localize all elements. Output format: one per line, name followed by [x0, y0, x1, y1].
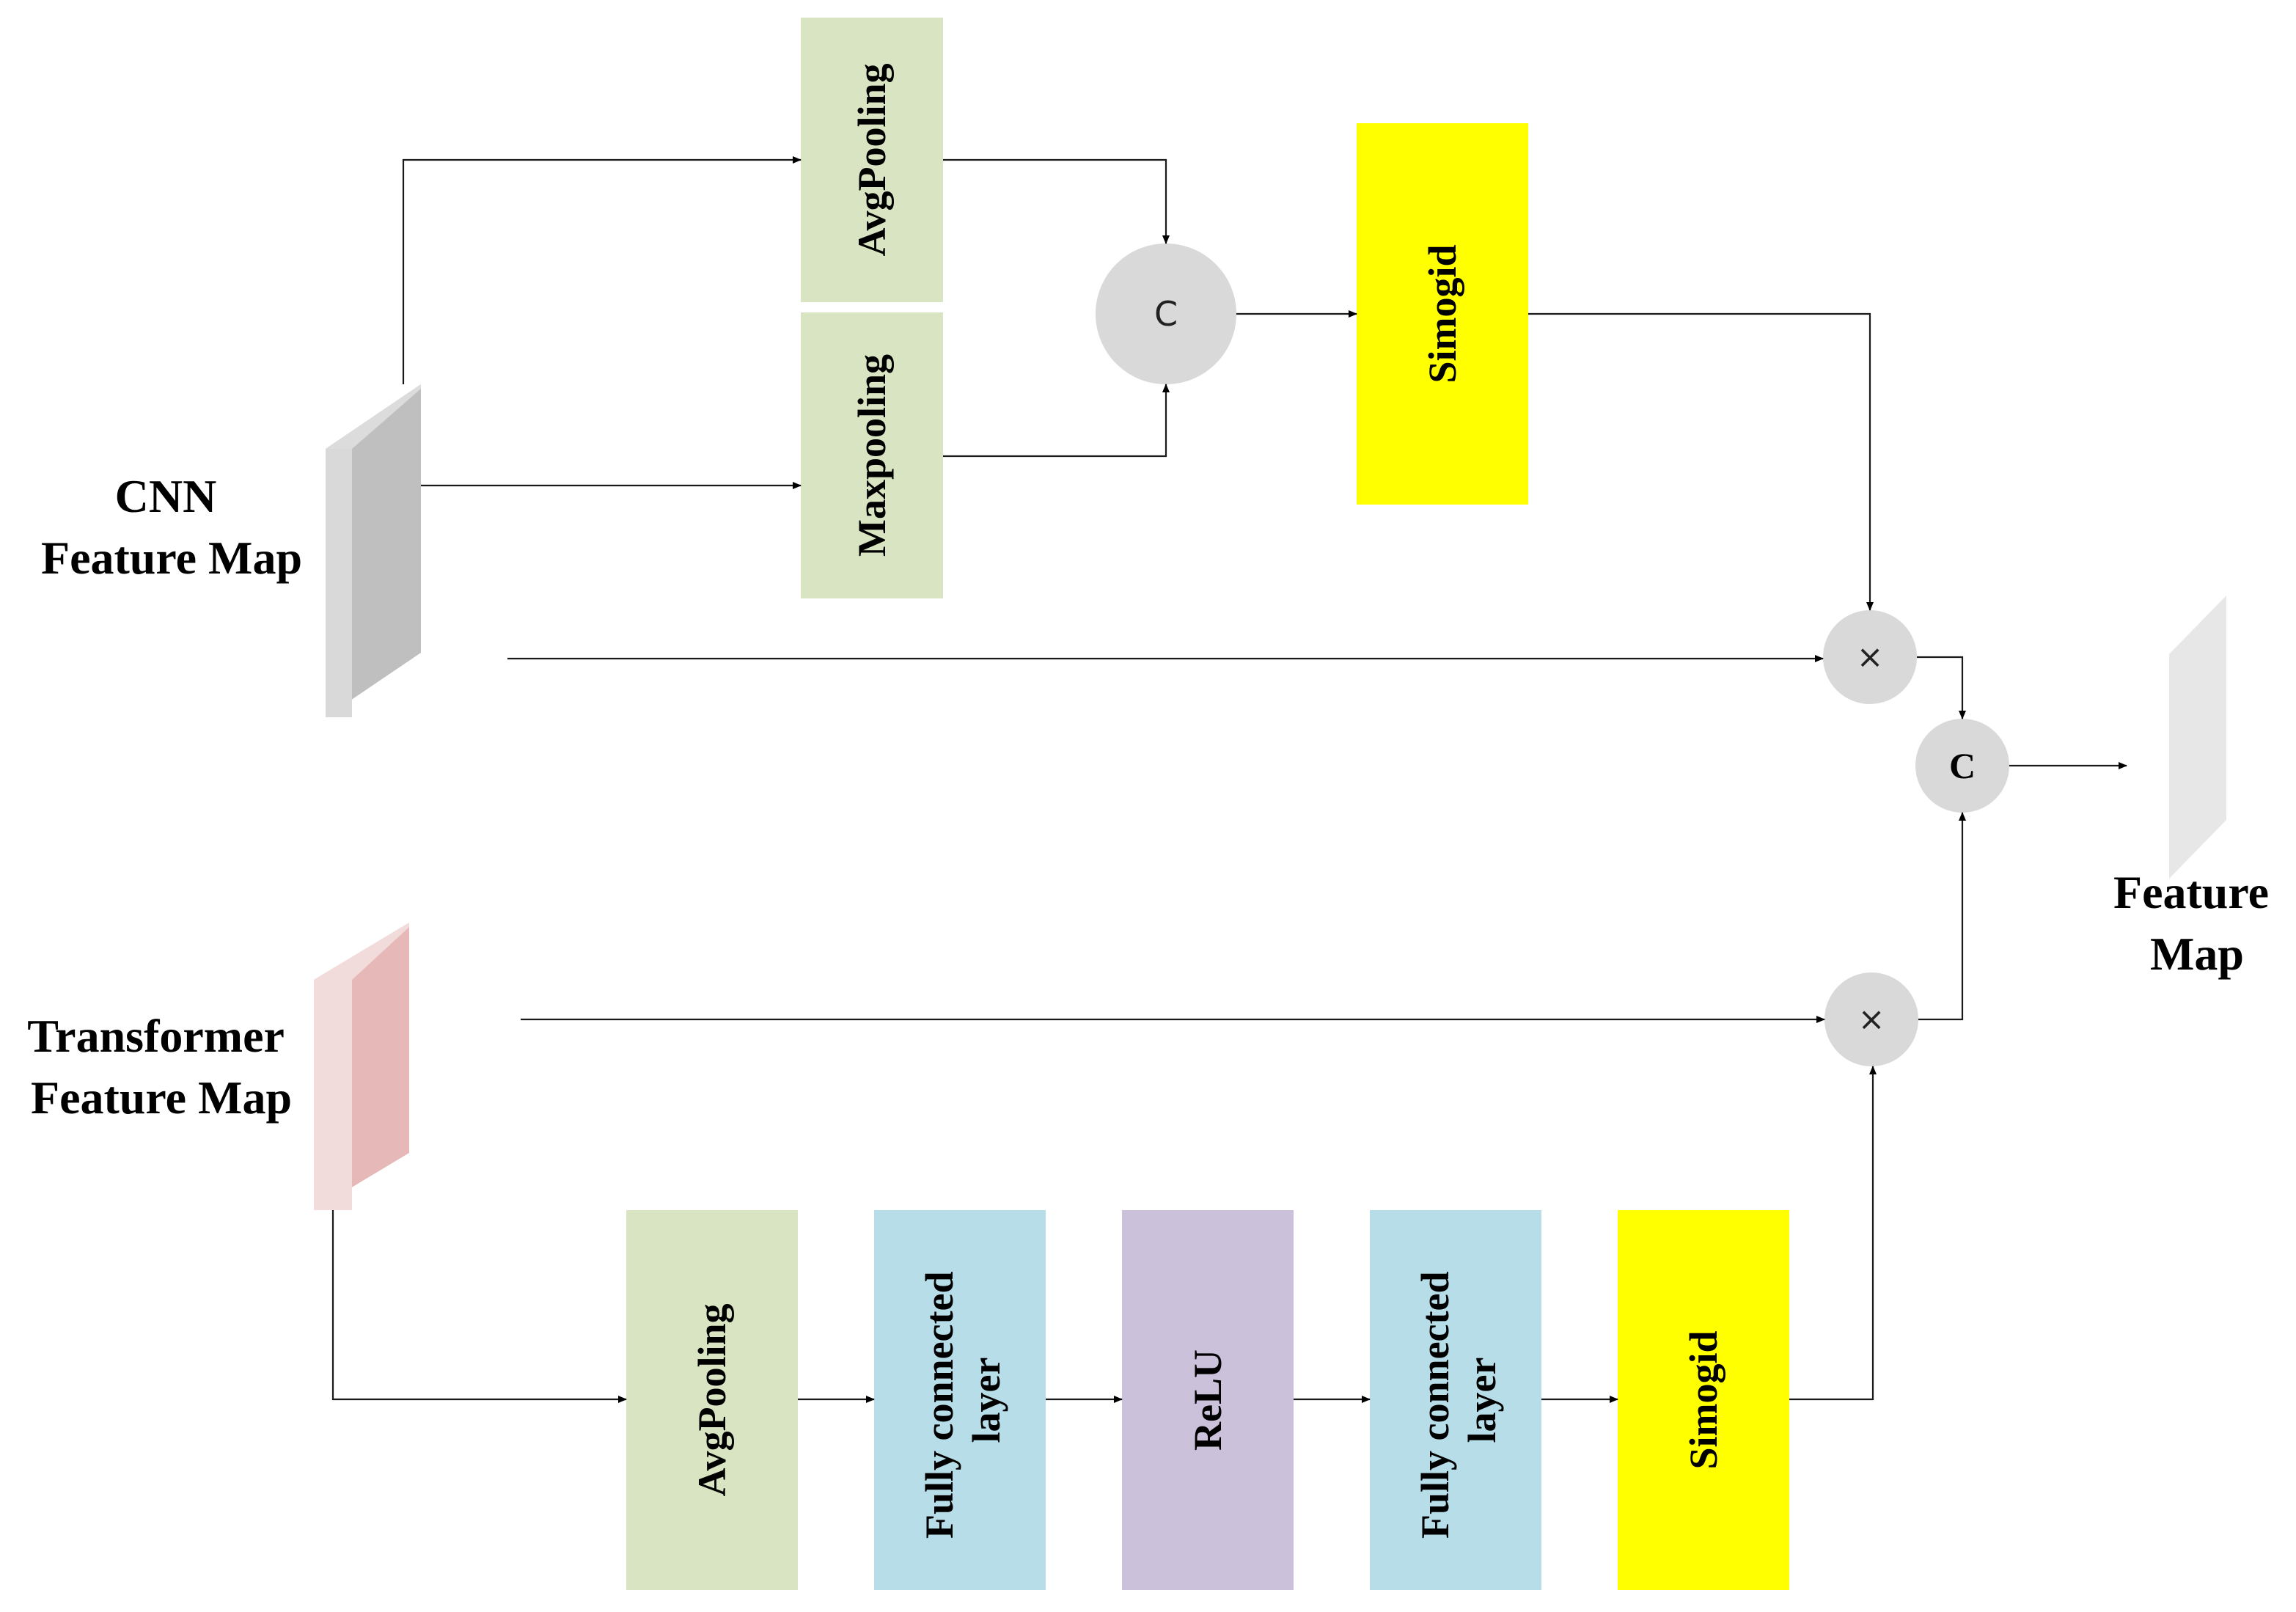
bottom-multiply-node: × [1824, 972, 1918, 1066]
output-label-line1: Feature [2113, 866, 2269, 918]
transformer-feature-map-icon [314, 923, 409, 1210]
bottom-multiply-symbol: × [1858, 1001, 1885, 1038]
output-feature-map-label: Feature Map [2113, 866, 2281, 980]
channel-fc2-block: Fully connected layer [1370, 1210, 1541, 1590]
channel-sigmoid-label: Simogid [1681, 1330, 1725, 1469]
channel-sigmoid-block: Simogid [1618, 1210, 1789, 1590]
spatial-maxpooling-label: Maxpooling [850, 354, 894, 557]
final-concat-symbol: C [1949, 745, 1976, 786]
spatial-avgpooling-label: AvgPooling [850, 63, 894, 256]
output-feature-map-icon [2169, 596, 2226, 879]
output-label-line2: Map [2150, 928, 2244, 980]
channel-fc1-label: Fully connected layer [917, 1261, 1008, 1539]
transformer-label-line1: Transformer [27, 1010, 284, 1062]
channel-avgpooling-label: AvgPooling [690, 1303, 734, 1496]
channel-relu-block: ReLU [1122, 1210, 1294, 1590]
final-concat-node: C [1915, 719, 2009, 813]
cnn-feature-map-label: CNN Feature Map [41, 470, 302, 584]
channel-avgpooling-block: AvgPooling [626, 1210, 798, 1590]
spatial-concat-symbol: C [1154, 294, 1178, 334]
spatial-concat-node: C [1096, 243, 1236, 384]
spatial-sigmoid-label: Simogid [1420, 244, 1464, 383]
channel-fc2-line1: Fully connected [1413, 1272, 1457, 1539]
top-multiply-node: × [1823, 610, 1917, 704]
edge-transformer-to-avgpool [331, 1210, 627, 1403]
edge-top-multiply-to-concat [1917, 656, 1966, 719]
channel-fc1-block: Fully connected layer [874, 1210, 1046, 1590]
edge-cnn-to-avgpool [402, 156, 802, 384]
spatial-avgpooling-block: AvgPooling [801, 18, 943, 302]
edge-sigmoid-to-top-multiply [1528, 312, 1874, 611]
edge-bottom-multiply-to-concat [1918, 812, 1966, 1021]
channel-fc1-line2: layer [964, 1358, 1008, 1443]
edge-maxpool-to-concat [943, 384, 1170, 458]
top-multiply-symbol: × [1857, 639, 1884, 676]
cnn-label-line1: CNN [115, 470, 217, 522]
edge-sigmoid-to-bottom-multiply [1789, 1066, 1877, 1401]
cnn-label-line2: Feature Map [41, 532, 302, 584]
transformer-label-line2: Feature Map [31, 1071, 292, 1124]
channel-fc2-label: Fully connected layer [1413, 1261, 1504, 1539]
spatial-sigmoid-block: Simogid [1357, 123, 1528, 505]
edge-avgpool-to-concat [943, 158, 1170, 244]
spatial-maxpooling-block: Maxpooling [801, 312, 943, 598]
channel-fc2-line2: layer [1460, 1358, 1504, 1443]
channel-relu-label: ReLU [1186, 1349, 1230, 1451]
transformer-feature-map-label: Transformer Feature Map [27, 1010, 296, 1124]
channel-fc1-line1: Fully connected [917, 1272, 961, 1539]
cnn-feature-map-icon [326, 384, 421, 717]
